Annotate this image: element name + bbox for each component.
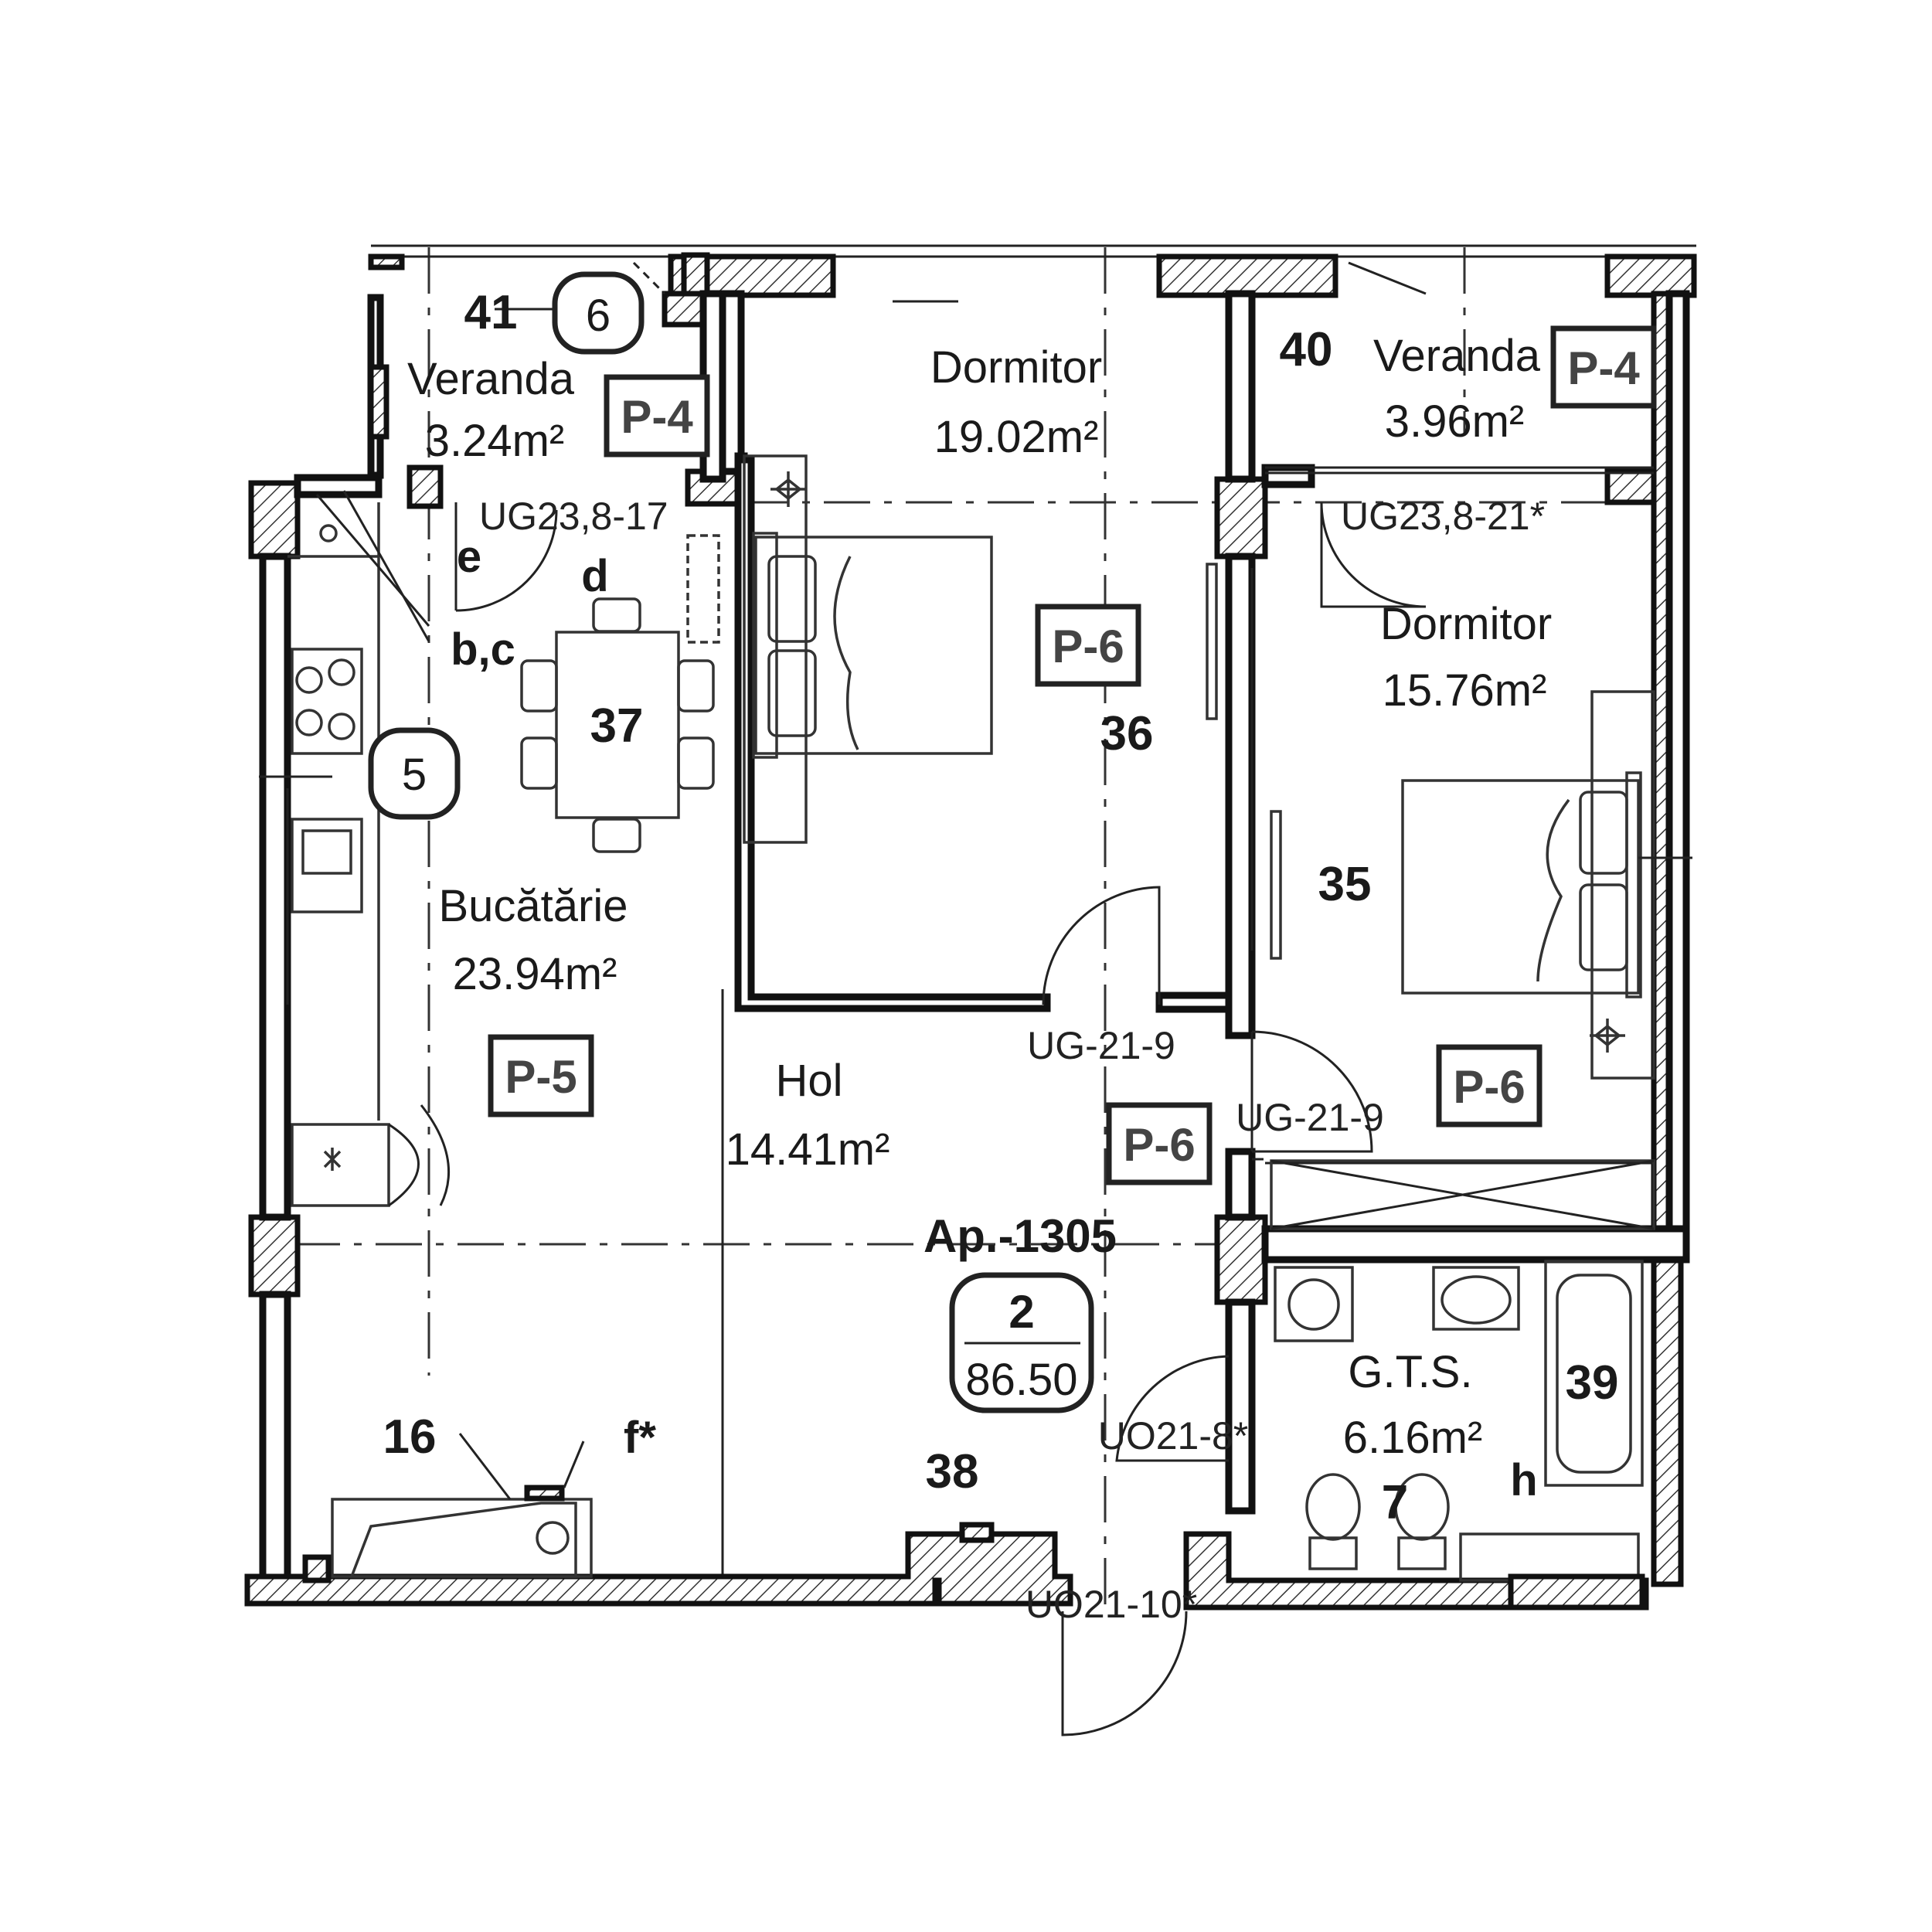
room-num-dormitor-mid: 36 bbox=[1100, 707, 1154, 760]
door-code-ug219-b: UG-21-9 bbox=[1236, 1096, 1384, 1139]
door-code-ug17: UG23,8-17 bbox=[479, 495, 668, 538]
boiler-unit bbox=[302, 1433, 995, 1583]
room-num-veranda-right: 40 bbox=[1280, 323, 1333, 376]
label-7: 7 bbox=[1382, 1476, 1408, 1529]
bathroom-fixtures bbox=[1274, 1260, 1645, 1611]
room-name-bucatarie: Bucătărie bbox=[438, 881, 628, 931]
room-num-veranda-left: 41 bbox=[464, 286, 518, 339]
apartment-badge: 2 86.50 bbox=[949, 1272, 1094, 1413]
room-area-bucatarie: 23.94m² bbox=[453, 949, 617, 999]
marker-6: 6 bbox=[552, 271, 645, 355]
panel-tag-p6-hol: P-6 bbox=[1106, 1102, 1213, 1185]
svg-text:2: 2 bbox=[1009, 1286, 1034, 1338]
room-area-dormitor-right: 15.76m² bbox=[1383, 665, 1547, 716]
panel-tag-p6-right: P-6 bbox=[1436, 1044, 1543, 1128]
room-num-dormitor-right: 35 bbox=[1318, 858, 1372, 911]
room-name-dormitor-mid: Dormitor bbox=[930, 342, 1102, 393]
stove-hob bbox=[291, 648, 363, 755]
room-name-hol: Hol bbox=[775, 1056, 842, 1106]
svg-text:86.50: 86.50 bbox=[965, 1355, 1077, 1405]
dining-table bbox=[520, 534, 720, 853]
letter-e: e bbox=[457, 532, 481, 582]
svg-text:P-6: P-6 bbox=[1052, 621, 1124, 672]
svg-text:5: 5 bbox=[402, 750, 427, 800]
room-name-gts: G.T.S. bbox=[1348, 1347, 1472, 1397]
door-code-uo2110: UO21-10* bbox=[1026, 1583, 1197, 1626]
letter-h: h bbox=[1510, 1455, 1537, 1505]
svg-text:P-4: P-4 bbox=[621, 391, 693, 443]
window-lines bbox=[286, 466, 1654, 1165]
kitchen-counter bbox=[287, 502, 451, 1207]
panel-tag-p5: P-5 bbox=[488, 1034, 594, 1117]
door-code-ug219-a: UG-21-9 bbox=[1027, 1024, 1175, 1067]
panel-tag-p4-left: P-4 bbox=[604, 374, 710, 457]
room-num-gts: 39 bbox=[1566, 1356, 1619, 1410]
bed-middle bbox=[743, 454, 993, 844]
doors bbox=[259, 261, 1427, 1736]
panel-tag-p4-right: P-4 bbox=[1550, 325, 1657, 409]
room-name-veranda-right: Veranda bbox=[1373, 331, 1541, 381]
bed-right bbox=[1206, 563, 1692, 1080]
letter-bc: b,c bbox=[451, 624, 515, 675]
panel-tag-p6-mid: P-6 bbox=[1035, 604, 1141, 687]
svg-text:P-6: P-6 bbox=[1453, 1061, 1525, 1113]
room-area-gts: 6.16m² bbox=[1343, 1413, 1483, 1463]
svg-text:P-6: P-6 bbox=[1123, 1119, 1195, 1171]
wardrobe-right bbox=[1270, 1159, 1655, 1230]
room-name-dormitor-right: Dormitor bbox=[1380, 599, 1552, 649]
label-16: 16 bbox=[383, 1410, 437, 1464]
room-num-hol: 38 bbox=[926, 1445, 979, 1498]
svg-text:6: 6 bbox=[586, 291, 611, 341]
letter-d: d bbox=[581, 551, 608, 601]
room-name-veranda-left: Veranda bbox=[407, 354, 575, 404]
room-area-hol: 14.41m² bbox=[726, 1124, 890, 1175]
door-code-uo218: UO21-8* bbox=[1098, 1414, 1249, 1458]
apartment-label: Ap.-1305 bbox=[923, 1210, 1117, 1262]
room-area-veranda-left: 3.24m² bbox=[425, 416, 565, 466]
room-area-dormitor-mid: 19.02m² bbox=[934, 412, 1099, 462]
door-code-ug21: UG23,8-21* bbox=[1341, 495, 1545, 538]
svg-text:P-4: P-4 bbox=[1567, 342, 1640, 394]
kitchen-sink bbox=[291, 818, 363, 913]
marker-5: 5 bbox=[368, 727, 461, 820]
letter-f: f* bbox=[624, 1413, 656, 1463]
room-area-veranda-right: 3.96m² bbox=[1385, 396, 1525, 447]
svg-text:P-5: P-5 bbox=[505, 1051, 577, 1103]
room-num-bucatarie: 37 bbox=[590, 699, 644, 753]
